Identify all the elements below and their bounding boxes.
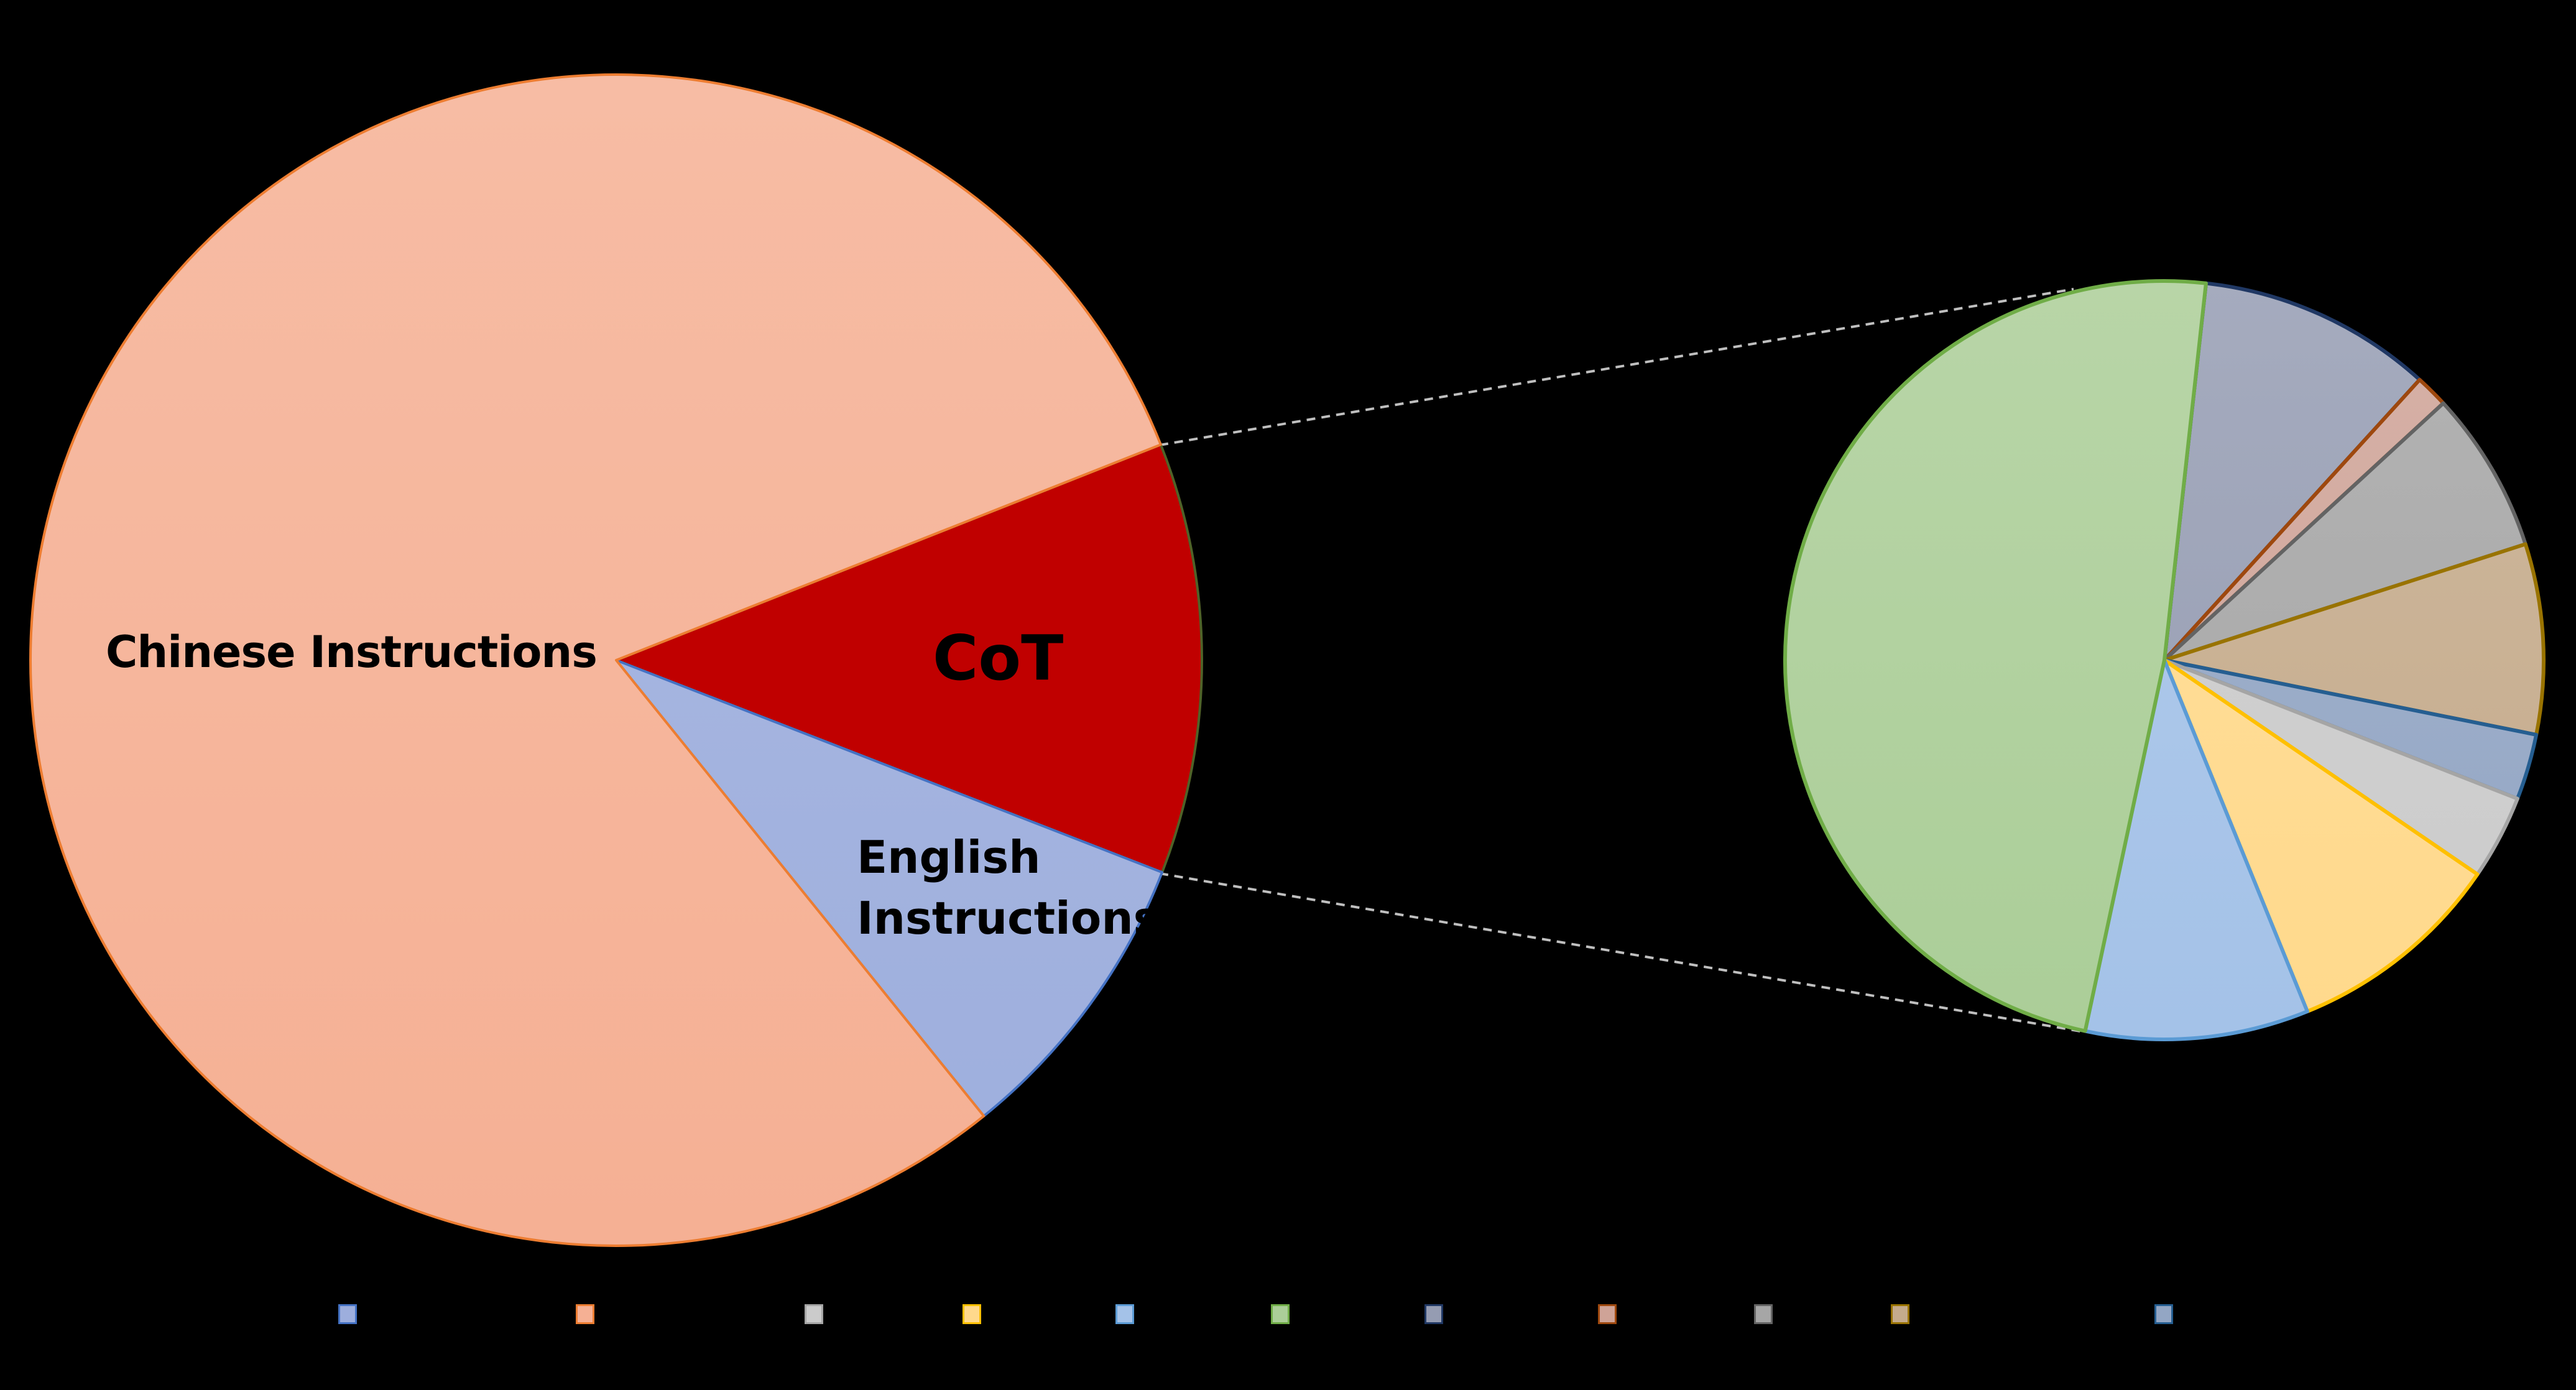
legend-item	[963, 1304, 991, 1324]
legend-swatch	[1271, 1304, 1290, 1324]
legend-item	[576, 1304, 604, 1324]
legend-item	[1424, 1304, 1453, 1324]
legend-item	[1115, 1304, 1144, 1324]
connector-line	[1159, 872, 2085, 1033]
legend-item	[1271, 1304, 1300, 1324]
cot-breakdown-pie	[1783, 279, 2546, 1041]
legend-swatch	[1754, 1304, 1773, 1324]
legend-swatch	[1598, 1304, 1617, 1324]
pie-slice	[2163, 658, 2480, 1014]
legend-item	[1598, 1304, 1627, 1324]
pie-slice	[2163, 281, 2422, 662]
legend-item	[2154, 1304, 2183, 1324]
pie-slice	[615, 443, 1203, 874]
pie-slice	[2083, 658, 2309, 1041]
english-instructions-label: English Instructions	[857, 827, 1160, 949]
legend-swatch	[1115, 1304, 1134, 1324]
legend-swatch	[1424, 1304, 1443, 1324]
english-label-line2: Instructions	[857, 892, 1160, 944]
legend	[0, 1304, 2576, 1325]
english-label-line1: English	[857, 831, 1041, 883]
pie-slice	[1783, 279, 2208, 1033]
legend-swatch	[2154, 1304, 2173, 1324]
legend-item	[805, 1304, 833, 1324]
pie-slice	[29, 73, 1162, 1248]
legend-item	[1754, 1304, 1783, 1324]
legend-swatch	[805, 1304, 823, 1324]
legend-item	[1891, 1304, 1919, 1324]
pie-slice	[2163, 401, 2528, 662]
pie-slice	[2163, 542, 2546, 737]
legend-swatch	[576, 1304, 594, 1324]
connector-line	[1159, 288, 2074, 446]
legend-swatch	[338, 1304, 357, 1324]
legend-swatch	[963, 1304, 981, 1324]
main-pie	[29, 73, 1203, 1248]
pie-slice	[615, 659, 1164, 1118]
chinese-instructions-label: Chinese Instructions	[106, 627, 598, 678]
legend-item	[338, 1304, 367, 1324]
legend-swatch	[1891, 1304, 1909, 1324]
connector-lines	[1159, 288, 2085, 1033]
cot-label: CoT	[933, 622, 1064, 694]
